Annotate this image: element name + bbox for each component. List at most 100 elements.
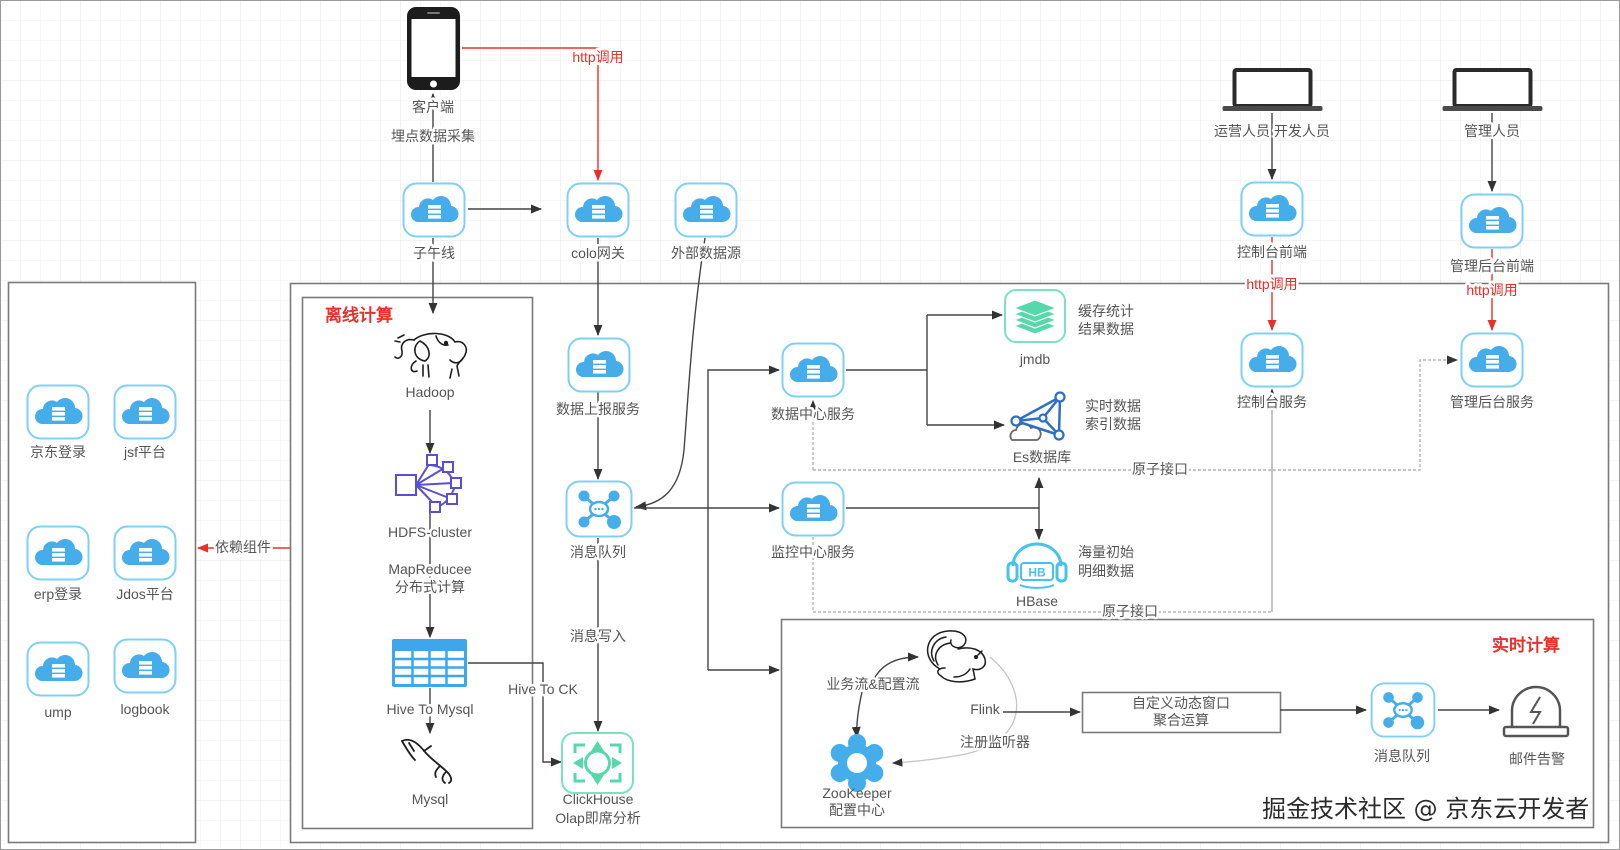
node-label-report-service: 数据上报服务 <box>556 401 640 417</box>
node-label-admin-service: 管理后台服务 <box>1450 394 1534 410</box>
atomic-api-label-lower: 原子接口 <box>1102 603 1158 619</box>
edge-atomic-api-upper <box>813 355 1459 471</box>
es-desc-line1: 实时数据 <box>1085 398 1141 414</box>
zookeeper-label-line1: ZooKeeper <box>822 785 892 801</box>
jmdb-desc-line1: 缓存统计 <box>1078 303 1134 319</box>
jmdb-icon <box>1004 289 1066 343</box>
cloud-icon-report-service <box>567 337 631 393</box>
client-label: 客户端 <box>412 99 454 115</box>
edge-hive-to-clickhouse <box>468 662 563 767</box>
edges <box>196 47 1501 767</box>
hadoop-label: Hadoop <box>405 384 454 400</box>
es-label: Es数据库 <box>1013 449 1071 465</box>
mysql-dolphin-icon <box>401 738 453 784</box>
admin-user-label: 管理人员 <box>1464 123 1520 139</box>
cloud-icon-admin-frontend <box>1460 193 1524 249</box>
node-label-admin-frontend: 管理后台前端 <box>1450 258 1534 274</box>
cloud-icon-ump <box>26 641 90 697</box>
node-label-colo-gateway: colo网关 <box>571 245 625 261</box>
alert-label: 邮件告警 <box>1509 751 1565 767</box>
node-label-console-frontend: 控制台前端 <box>1237 244 1307 260</box>
window-box-label-line2: 聚合运算 <box>1153 712 1209 728</box>
cloud-icon-jd-login <box>26 384 90 440</box>
cloud-icon-jsf <box>113 384 177 440</box>
hbase-desc-line1: 海量初始 <box>1078 544 1134 560</box>
clickhouse-label-line1: ClickHouse <box>563 791 634 807</box>
edge-client-http-to-colo <box>462 47 603 182</box>
edge-flow-to-zookeeper <box>851 691 863 739</box>
ops-dev-label: 运营人员 开发人员 <box>1214 123 1330 139</box>
hbase-icon: HB <box>1006 542 1068 589</box>
cloud-icon-admin-service <box>1460 332 1524 388</box>
node-label-external-source: 外部数据源 <box>671 245 741 261</box>
laptop-icon-ops <box>1223 70 1323 111</box>
mysql-label: Mysql <box>412 791 449 807</box>
edge-atomic-api-lower <box>812 537 1272 613</box>
es-desc-line2: 索引数据 <box>1085 416 1141 432</box>
node-label-monitor-center: 监控中心服务 <box>771 544 855 560</box>
atomic-api-label-upper: 原子接口 <box>1132 461 1188 477</box>
zookeeper-icon <box>830 734 884 792</box>
mapreduce-label-line1: MapReducee <box>388 561 471 577</box>
node-label-ziwuxian: 子午线 <box>413 245 455 261</box>
dependency-label: erp登录 <box>34 586 82 602</box>
edge-flink-register-zookeeper <box>891 656 1018 767</box>
cloud-icon-ziwuxian <box>402 182 466 238</box>
clickhouse-icon <box>561 732 634 794</box>
cloud-icon-jdos <box>113 525 177 581</box>
flow-edge-label: 业务流&配置流 <box>826 676 919 692</box>
cloud-icon-logbook <box>113 638 177 694</box>
cloud-icon-data-center <box>781 342 845 398</box>
hive-to-ck-label: Hive To CK <box>508 681 578 697</box>
cloud-icon-console-service <box>1240 332 1304 388</box>
dependency-label: jsf平台 <box>123 444 166 460</box>
http-call-label-admin: http调用 <box>1466 282 1517 298</box>
window-aggregation-box <box>1081 691 1282 734</box>
node-label-data-center: 数据中心服务 <box>771 406 855 422</box>
hbase-desc-line2: 明细数据 <box>1078 563 1134 579</box>
zookeeper-label-line2: 配置中心 <box>829 802 885 818</box>
clickhouse-label-line2: Olap即席分析 <box>555 810 641 826</box>
window-box-label-line1: 自定义动态窗口 <box>1132 695 1230 711</box>
dependency-edge-label: 依赖组件 <box>215 539 271 555</box>
mapreduce-label-line2: 分布式计算 <box>395 579 465 595</box>
offline-compute-box <box>301 296 534 830</box>
phone-icon <box>407 7 460 90</box>
jmdb-desc-line2: 结果数据 <box>1078 321 1134 337</box>
hadoop-elephant-icon <box>394 332 468 379</box>
hbase-label: HBase <box>1016 593 1058 609</box>
dependency-label: logbook <box>120 701 170 717</box>
http-call-label-console: http调用 <box>1246 276 1297 292</box>
edge-fork-to-datacenter <box>707 365 781 670</box>
hdfs-label: HDFS-cluster <box>388 524 472 540</box>
dependency-label: ump <box>44 704 71 720</box>
offline-compute-title: 离线计算 <box>325 305 393 325</box>
http-call-label-client: http调用 <box>572 49 623 65</box>
realtime-mq-label: 消息队列 <box>1374 748 1430 764</box>
hbase-logo-text: HB <box>1028 566 1046 580</box>
hive-table-icon <box>392 639 467 687</box>
flink-label: Flink <box>970 701 1001 717</box>
register-listener-label: 注册监听器 <box>960 734 1030 750</box>
hdfs-cluster-icon <box>395 454 462 513</box>
cloud-icon-external-source <box>674 182 738 238</box>
message-queue-icon <box>565 480 633 538</box>
cloud-icon-erp-login <box>26 525 90 581</box>
cloud-icon-colo-gateway <box>566 182 630 238</box>
watermark: 掘金技术社区 @ 京东云开发者 <box>1262 795 1589 823</box>
hive-to-mysql-label: Hive To Mysql <box>387 701 474 717</box>
message-write-label: 消息写入 <box>570 628 626 644</box>
flink-squirrel-icon <box>926 630 987 683</box>
edge-external-to-mq <box>634 237 706 511</box>
message-queue-icon-realtime <box>1370 682 1436 738</box>
dependency-label: 京东登录 <box>30 444 86 460</box>
dependency-label: Jdos平台 <box>116 586 174 602</box>
laptop-icon-admin <box>1443 70 1543 111</box>
edge-flow-to-flink <box>871 652 920 684</box>
alarm-icon <box>1502 685 1570 738</box>
node-label-console-service: 控制台服务 <box>1237 394 1307 410</box>
collect-edge-label: 埋点数据采集 <box>391 128 475 144</box>
elasticsearch-icon <box>1009 391 1066 441</box>
jmdb-label: jmdb <box>1019 351 1051 367</box>
